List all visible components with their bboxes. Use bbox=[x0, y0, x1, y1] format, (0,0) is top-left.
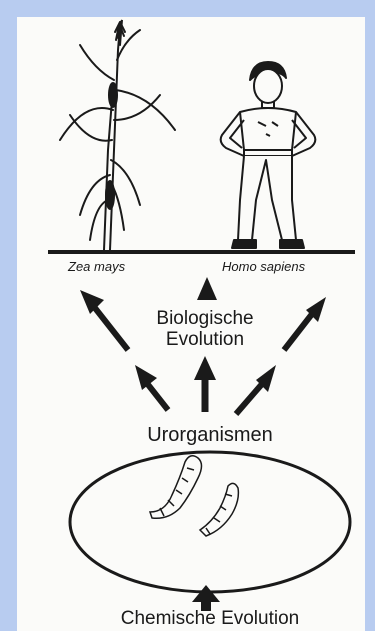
organism-worm-icon bbox=[150, 456, 238, 536]
biological-evolution-line2: Evolution bbox=[130, 329, 280, 350]
chemical-evolution-label: Chemische Evolution bbox=[60, 608, 360, 629]
urorganismen-label: Urorganismen bbox=[100, 425, 320, 446]
arrow-up-left-inner bbox=[135, 365, 168, 410]
arrow-up-left-outer bbox=[80, 290, 128, 350]
species-label-human: Homo sapiens bbox=[222, 259, 305, 274]
biological-evolution-line1: Biologische bbox=[130, 308, 280, 329]
arrow-up-right-inner bbox=[236, 365, 276, 414]
arrow-up-right-outer bbox=[284, 297, 326, 350]
arrow-up-top bbox=[197, 277, 217, 300]
biological-evolution-label: Biologische Evolution bbox=[130, 308, 280, 350]
corn-plant-icon bbox=[60, 20, 175, 250]
human-figure-icon bbox=[221, 62, 316, 248]
species-label-plant: Zea mays bbox=[68, 259, 125, 274]
arrow-up-center bbox=[194, 356, 216, 412]
